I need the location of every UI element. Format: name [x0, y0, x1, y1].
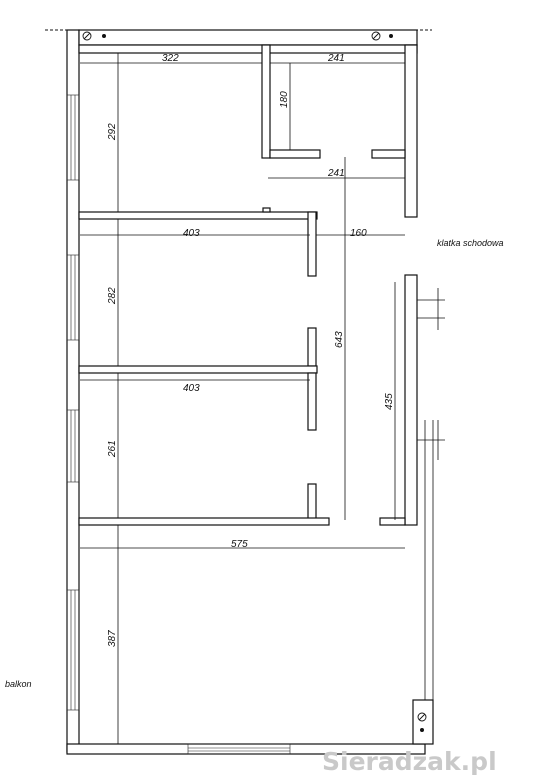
- room-partition-3: [78, 483, 330, 526]
- dimension-lines: [80, 53, 405, 744]
- dim-575: 575: [231, 539, 248, 550]
- room-partition-1: [78, 207, 318, 277]
- dim-387: 387: [107, 630, 118, 647]
- right-wall-lower: [412, 420, 434, 745]
- dim-403-a: 403: [183, 228, 200, 239]
- dim-292: 292: [107, 123, 118, 141]
- vent-icon: [82, 31, 106, 41]
- dim-180: 180: [279, 91, 290, 108]
- dim-322: 322: [162, 53, 179, 64]
- stairwell-wall: [379, 274, 445, 526]
- vent-icon: [371, 31, 393, 41]
- dim-643: 643: [334, 331, 345, 348]
- dim-241-top: 241: [327, 53, 345, 64]
- bathroom-partition: [261, 44, 406, 159]
- dim-282: 282: [107, 287, 118, 305]
- right-wall-upper: [404, 44, 418, 218]
- dim-160: 160: [350, 228, 367, 239]
- dim-403-b: 403: [183, 383, 200, 394]
- dim-261: 261: [107, 440, 118, 458]
- dim-241-mid: 241: [327, 168, 345, 179]
- watermark-logo: Sieradzak.pl: [322, 747, 497, 776]
- room-partition-2: [78, 327, 318, 431]
- stairwell-label: klatka schodowa: [437, 238, 504, 248]
- balcony-label: balkon: [5, 679, 32, 689]
- top-wall: [78, 29, 418, 54]
- bottom-wall: [66, 743, 426, 755]
- dim-435: 435: [384, 393, 395, 410]
- vent-icon: [417, 712, 427, 732]
- left-outer-wall: [66, 29, 80, 753]
